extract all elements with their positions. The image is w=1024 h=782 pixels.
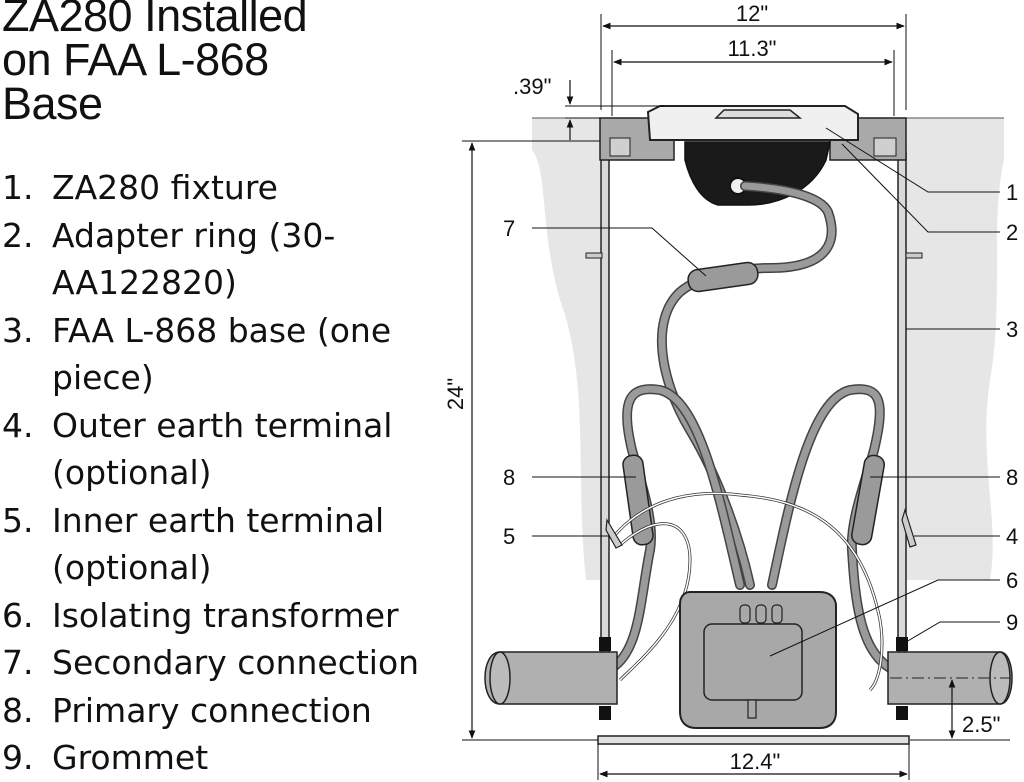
- leader-9: [905, 621, 1000, 643]
- concrete-right: [906, 118, 1004, 580]
- leader-6: [769, 579, 1000, 657]
- grommet-right-top: [896, 637, 908, 651]
- secondary-cable-inner: [658, 182, 835, 589]
- grommet-right-bottom: [896, 706, 908, 720]
- callout-3: 3: [1006, 317, 1018, 342]
- legend-item: 5.Inner earth terminal (optional): [2, 500, 385, 588]
- base-wall-right: [897, 151, 907, 653]
- dim-side-height: 2.5": [962, 712, 1000, 737]
- leader-1: [825, 127, 1000, 193]
- ring-notch-right: [873, 137, 897, 157]
- leader-7: [532, 227, 707, 277]
- title-line: ZA280 Installed: [2, 0, 308, 41]
- transformer-tab: [771, 604, 783, 624]
- anchor-right: [905, 252, 923, 259]
- dim-offset: .39": [513, 74, 551, 99]
- secondary-cable: [656, 181, 837, 590]
- leader-2: [841, 143, 1000, 233]
- legend-item: 6.Isolating transformer: [2, 595, 399, 635]
- ring-notch-left: [609, 137, 631, 157]
- primary-cable-left-inner: [608, 385, 744, 672]
- transformer-label-plate: [703, 623, 803, 701]
- title-line: on FAA L-868: [2, 34, 269, 85]
- earth-wire-2-inner: [619, 522, 691, 681]
- legend-item: 7.Secondary connection: [2, 643, 420, 682]
- diagram-title: ZA280 Installed on FAA L-868 Base: [2, 0, 442, 126]
- anchor-left: [585, 252, 603, 259]
- callout-8-right: 8: [1006, 465, 1018, 490]
- callout-2: 2: [1006, 220, 1018, 245]
- callout-1: 1: [1006, 180, 1018, 205]
- dim-bottom-width: 12.4": [730, 749, 781, 774]
- transformer-tab: [755, 604, 767, 624]
- grommet-left-top: [599, 637, 611, 651]
- transformer-mount: [747, 699, 757, 719]
- grommet-left-bottom: [599, 706, 611, 720]
- parts-legend: 1.ZA280 fixture 2.Adapter ring (30-AA122…: [2, 164, 432, 782]
- legend-item: 3.FAA L-868 base (one piece): [2, 310, 392, 398]
- callout-6: 6: [1006, 568, 1018, 593]
- legend-item: 9.Grommet: [2, 738, 209, 777]
- legend-item: 4.Outer earth terminal (optional): [2, 405, 393, 493]
- primary-connector-left: [622, 454, 654, 546]
- callout-4: 4: [1006, 524, 1018, 549]
- callout-5: 5: [503, 524, 515, 549]
- callout-7: 7: [503, 216, 515, 241]
- dim-height: 24": [443, 378, 468, 410]
- transformer-tab: [739, 604, 751, 624]
- base-bottom-plate: [597, 735, 910, 745]
- callout-8-left: 8: [503, 465, 515, 490]
- primary-cable-right-inner: [768, 385, 894, 672]
- legend-item: 2.Adapter ring (30-AA122820): [2, 215, 336, 303]
- legend-item: 8.Primary connection: [2, 690, 372, 730]
- legend-item: 1.ZA280 fixture: [2, 168, 278, 207]
- dim-inner-width: 11.3": [728, 36, 777, 61]
- callout-9: 9: [1006, 610, 1018, 635]
- title-line: Base: [2, 78, 103, 129]
- outer-earth-terminal: [901, 507, 917, 548]
- inner-earth-terminal: [605, 518, 623, 549]
- dim-outer-width: 12": [736, 1, 768, 26]
- conduit-left: [484, 651, 618, 705]
- primary-connector-right: [851, 454, 885, 546]
- concrete-left: [532, 118, 600, 580]
- conduit-left-end: [489, 651, 511, 705]
- earth-wire-inner: [614, 492, 883, 691]
- fixture-lens: [714, 109, 803, 119]
- base-wall-left: [600, 151, 610, 653]
- secondary-connector: [687, 261, 759, 293]
